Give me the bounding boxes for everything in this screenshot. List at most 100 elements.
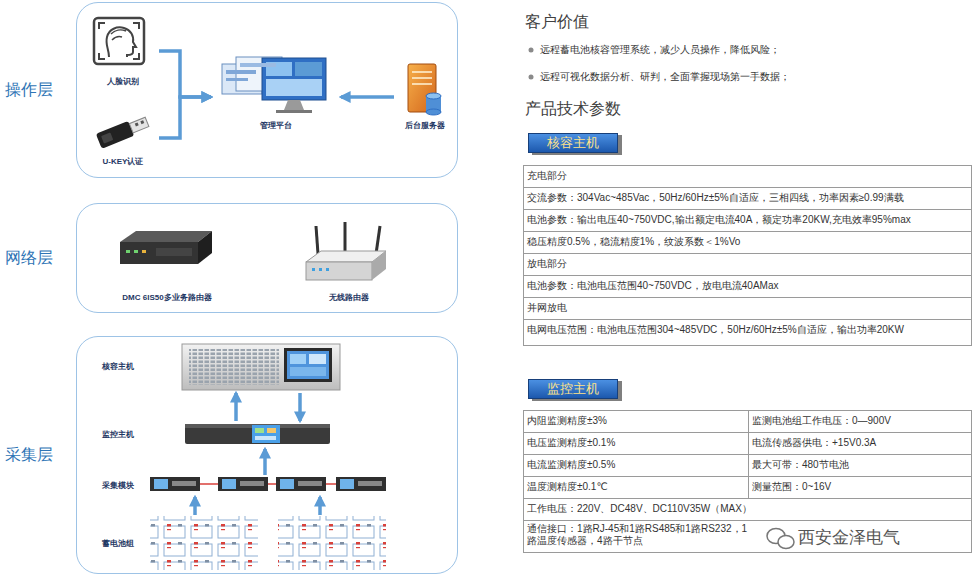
switch-icon [120,242,198,264]
table-cell: 电压监测精度±0.1% [527,437,745,449]
arrow-line [159,97,211,138]
acquisition-modules [222,479,236,489]
acquisition-modules [326,483,336,485]
acquisition-modules [172,481,196,486]
server-icon [426,109,441,115]
table-cell: 充电部分 [527,170,969,182]
arrow-line [159,51,211,97]
face-icon [99,23,139,59]
arrow-line [234,393,238,421]
usb-key-icon [96,121,134,149]
acquisition-modules [298,481,322,486]
device-label: 管理平台 [259,121,293,131]
switch-icon [120,231,212,242]
face-icon [106,27,136,57]
server-icon [408,64,441,115]
table-cell: 交流参数：304Vac~485Vac，50Hz/60Hz±5%自适应，三相四线，… [527,192,969,204]
acquisition-modules [150,477,386,491]
device-box: 无线路由器 [299,217,399,303]
bullet-dot [529,75,534,80]
arrow-line [193,497,197,515]
capacity-host-device [284,348,332,382]
device-label: 蓄电池组 [101,539,135,549]
arrow-line [341,95,394,99]
capacity-host-device [287,351,329,379]
acquisition-modules [218,477,268,491]
platform-screens [295,62,322,76]
table-cell: 电网电压范围：电池电压范围304~485VDC，50Hz/60Hz±5%自适应，… [527,324,969,336]
table-grid [523,188,972,320]
layer-panel: 操作层人脸识别U-KEY认证管理平台后台服务器 [76,2,458,178]
watermark-icon [778,536,794,549]
switch-icon [156,248,192,256]
platform-screens [226,70,256,74]
watermark: 西安金泽电气 [798,528,968,548]
platform-screens [276,110,312,113]
table-cell: 内阻监测精度±3% [527,415,745,427]
watermark-icon [767,529,794,549]
table-cell: 并网放电 [527,302,969,314]
section-heading: 客户价值 [525,12,725,31]
acquisition-modules [280,479,294,489]
usb-key-icon [135,122,139,126]
router-icon [316,226,318,254]
device-box: 采集模块 [97,475,393,497]
layer-heading: 操作层 [5,80,53,101]
table-cell: 通信接口：1路RJ-45和1路RS485和1路RS232，1路温度传感器，4路干… [527,523,757,547]
platform-screens [240,63,276,67]
router-icon [376,226,380,254]
table-cell: 测量范围：0~16V [752,481,968,493]
battery-grid [150,516,386,570]
router-icon [312,268,315,271]
acquisition-modules [240,481,264,486]
device-box: DMC 6IS50多业务路由器 [107,225,227,303]
platform-screens [222,57,326,113]
acquisition-modules [336,477,386,491]
device-box: 管理平台 [211,49,341,131]
platform-screens [266,79,322,96]
flow-arrow [159,97,211,138]
monitor-host-device [267,428,276,433]
device-box: 监控主机 [97,421,335,449]
table-cell: 放电部分 [527,258,969,270]
monitor-host-device [255,436,276,440]
switch-icon [126,250,130,253]
switch-icon [198,231,212,264]
usb-key-icon [129,117,149,133]
router-icon [306,222,386,280]
capacity-host-device [309,354,326,364]
acquisition-modules [340,479,354,489]
table-cell: 最大可带：480节电池 [752,459,968,471]
layer-heading: 采集层 [5,445,53,466]
usb-key-icon [140,120,144,124]
platform-screens [226,78,248,81]
usb-key-icon [96,114,150,148]
acquisition-modules [150,477,200,491]
device-label: 人脸识别 [106,77,140,87]
arrow-line [318,497,322,515]
router-icon [306,262,372,280]
table-cell: 稳压精度0.5%，稳流精度1%，纹波系数＜1%Vo [527,236,969,248]
tab-title: 监控主机 [547,380,599,398]
device-box: 蓄电池组 [97,515,397,573]
layer-panel: 网络层DMC 6IS50多业务路由器无线路由器 [76,203,458,313]
face-icon [94,18,144,64]
switch-icon [142,250,146,253]
acquisition-modules [154,479,168,489]
device-box: U-KEY认证 [87,109,159,167]
device-box: 核容主机 [97,341,345,393]
flow-arrow [195,497,320,515]
table-cell: 电池参数：电池电压范围40~750VDC，放电电流40AMax [527,280,969,292]
flow-arrow [300,393,301,421]
platform-screens [284,100,304,110]
acquisition-modules [200,483,218,485]
monitor-host-device [255,428,264,433]
acquisition-modules [358,481,382,486]
bullet-text: 远程可视化数据分析、研判，全面掌握现场第一手数据； [540,71,960,83]
capacity-host-device [182,344,340,390]
router-icon [344,222,347,252]
flow-arrow [341,97,394,98]
monitor-host-device [185,424,330,444]
